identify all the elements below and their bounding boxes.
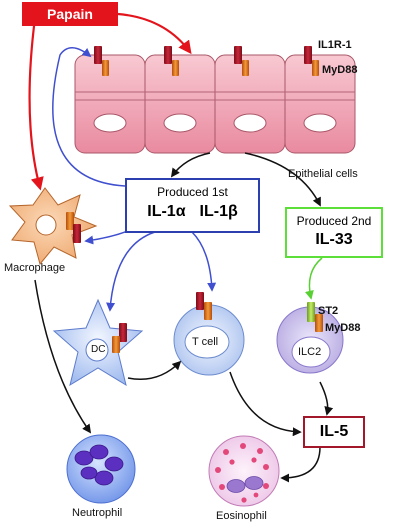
epithelial-cells-label: Epithelial cells	[288, 168, 358, 180]
ilc2-myd88-label: MyD88	[325, 322, 361, 334]
t-cell	[173, 292, 245, 376]
multilobed-nucleus	[74, 444, 124, 486]
eosinophil-cell	[208, 435, 280, 507]
papain-label: Papain	[22, 2, 118, 26]
nucleus	[93, 113, 127, 133]
produced-first-heading: Produced 1st	[157, 185, 228, 199]
epithelium-to-il33-arrow	[244, 152, 321, 207]
epithelial-cell	[214, 54, 286, 154]
nucleus	[184, 325, 230, 359]
il1r1-label: IL1R-1	[318, 39, 352, 51]
st2-label: ST2	[318, 305, 339, 317]
il1r-receptor	[94, 46, 109, 76]
epithelial-cell	[144, 54, 216, 154]
il33-producer-box: Produced 2nd IL-33	[285, 207, 383, 258]
macrophage-to-neutrophil-arrow	[34, 279, 92, 434]
neutrophil-cell	[66, 434, 136, 504]
epithelium-to-il1-arrow	[170, 152, 211, 178]
dendritic-cell	[52, 298, 144, 387]
ilc2-to-il5-arrow	[319, 381, 334, 416]
tcell-to-il5-arrow	[229, 371, 302, 437]
nucleus	[35, 214, 57, 236]
nucleus	[85, 338, 109, 362]
il1-to-epithelium-arrow	[52, 47, 126, 187]
eosinophil-label: Eosinophil	[216, 510, 267, 522]
ilc2-cell	[276, 302, 344, 374]
nucleus	[291, 336, 331, 368]
nucleus	[303, 113, 337, 133]
nucleus	[163, 113, 197, 133]
il5-box: IL-5	[303, 416, 365, 448]
epithelial-cell-layer	[74, 46, 356, 154]
produced-second-heading: Produced 2nd	[296, 214, 372, 228]
neutrophil-label: Neutrophil	[72, 507, 123, 519]
dc-to-tcell-arrow	[127, 360, 182, 380]
il1-to-dc-arrow	[106, 231, 156, 312]
macrophage-cell	[8, 187, 98, 266]
papain-to-macrophage-arrow	[28, 17, 44, 191]
il33-to-ilc2-arrow	[304, 257, 323, 300]
macrophage-label: Macrophage	[4, 262, 66, 274]
epithelial-cell	[74, 54, 146, 154]
il1-producer-box: Produced 1st IL-1α IL-1β	[125, 178, 260, 233]
papain-to-epithelium-arrow	[117, 12, 192, 55]
il5-to-eosinophil-arrow	[280, 446, 321, 483]
il1-alpha-label: IL-1α	[147, 203, 186, 220]
ilc2-label: ILC2	[298, 346, 322, 358]
myd88-label: MyD88	[322, 64, 358, 76]
nucleus	[233, 113, 267, 133]
il1-beta-label: IL-1β	[199, 203, 238, 220]
il1r-receptor	[304, 46, 319, 76]
dc-label: DC	[91, 344, 106, 355]
il1r-receptor	[164, 46, 179, 76]
epithelial-cell	[284, 54, 356, 154]
il1-to-tcell-arrow	[191, 231, 217, 292]
il33-label: IL-33	[315, 231, 353, 248]
bilobed-nucleus	[226, 476, 264, 493]
granules	[215, 443, 269, 503]
t-cell-label: T cell	[192, 336, 219, 348]
il1r-receptor	[234, 46, 249, 76]
